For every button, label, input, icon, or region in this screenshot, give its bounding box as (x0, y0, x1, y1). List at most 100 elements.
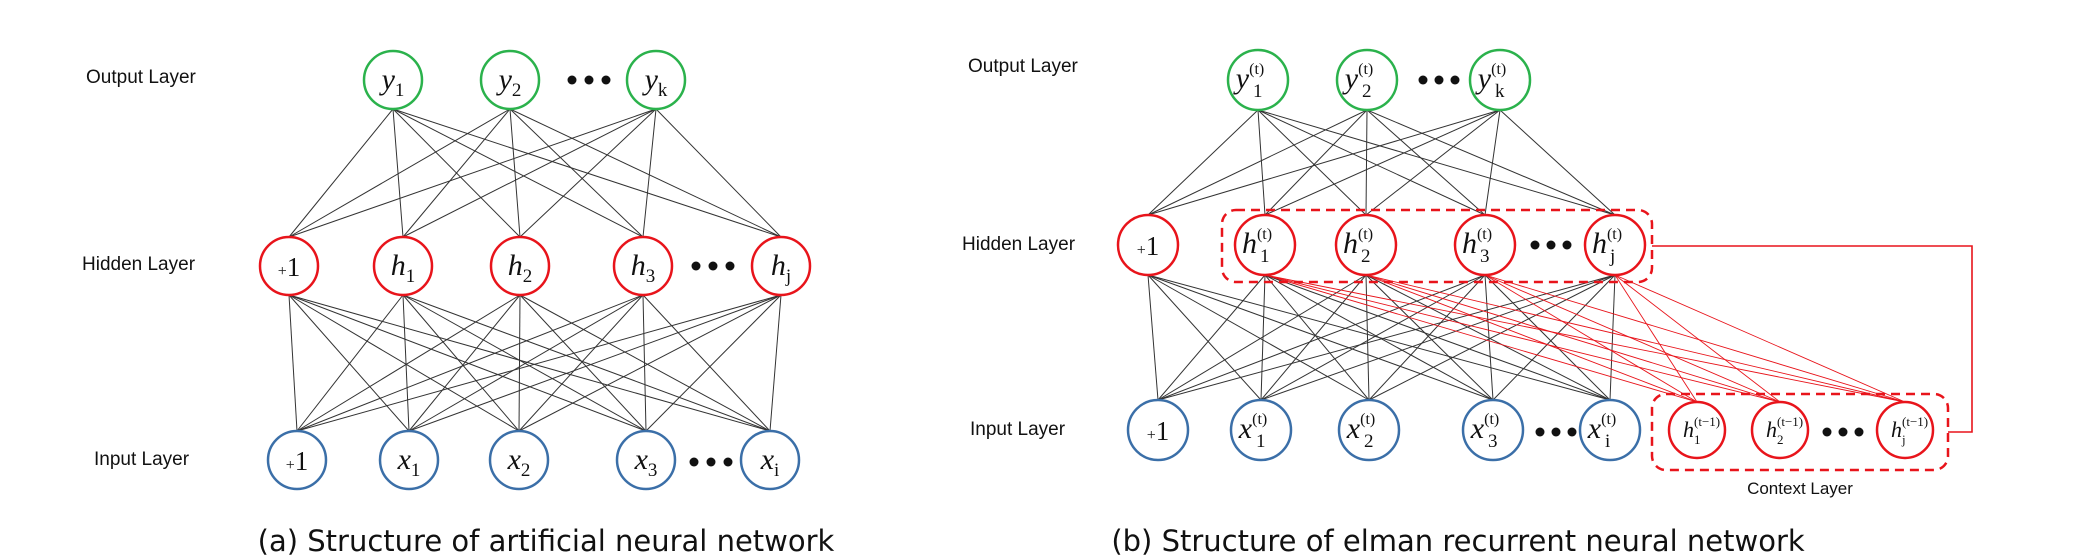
elman-connection-line (1366, 109, 1486, 216)
ann-input-bias-node: +1 (266, 429, 328, 491)
elman-context-line (1614, 274, 1698, 403)
elman-connection-line (1147, 274, 1494, 401)
node-label: x2 (507, 443, 531, 481)
node-circle (625, 49, 687, 111)
node-circle (739, 429, 801, 491)
elman-connection-line (1147, 109, 1368, 216)
node-label: x1 (397, 443, 421, 481)
elman-input-node-2: x(t) 2 (1337, 398, 1401, 462)
ann-hidden-node-1: h1 (372, 235, 434, 297)
node-circle (488, 429, 550, 491)
node-circle (1578, 398, 1642, 462)
elman-context-line (1614, 274, 1781, 403)
elman-output-node-2: y(t) 2 (1335, 48, 1399, 112)
node-circle (1667, 400, 1727, 460)
ann-connection-line (769, 294, 782, 432)
node-label: x(t) (1346, 411, 1375, 445)
ann-connection-line (519, 294, 647, 432)
ann-connection-line (642, 294, 771, 432)
ann-connection-line (642, 108, 657, 238)
node-label: x(t) (1238, 411, 1267, 445)
elman-context-line (1484, 274, 1781, 403)
node-label: h(t) (1462, 226, 1492, 260)
node-label: h(t−1) (1683, 414, 1720, 442)
elman-context-ellipsis-icon (1822, 427, 1864, 437)
ann-connection-line (288, 108, 511, 238)
node-label: +1 (278, 252, 301, 282)
elman-context-connections (1264, 274, 1906, 403)
ann-hidden-node-j: hj (750, 235, 812, 297)
ann-connection-line (288, 294, 771, 432)
elman-connection-line (1368, 274, 1616, 401)
elman-context-node-1: h(t−1) 1 (1667, 400, 1727, 460)
ann-connection-line (408, 294, 644, 432)
elman-connection-line (1147, 109, 1259, 216)
elman-connection-line (1365, 274, 1494, 401)
node-circle (1453, 213, 1517, 277)
elman-connection-line (1484, 109, 1501, 216)
ann-output-node-k: yk (625, 49, 687, 111)
elman-connection-line (1257, 109, 1266, 216)
ann-connection-line (288, 294, 647, 432)
elman-connection-line (1147, 274, 1159, 401)
node-label: h(t−1) (1891, 414, 1928, 442)
elman-context-line (1484, 274, 1698, 403)
ann-connection-line (518, 294, 644, 432)
node-label: y1 (379, 63, 405, 101)
ann-connection-line (288, 108, 657, 238)
ann-connection-line (392, 108, 521, 238)
ann-connection-line (402, 294, 520, 432)
node-circle (1335, 48, 1399, 112)
node-circle (1229, 398, 1293, 462)
node-subscript: 1 (1256, 431, 1266, 452)
ann-connection-line (645, 294, 782, 432)
elman-connection-line (1492, 274, 1616, 401)
node-circle (612, 235, 674, 297)
ann-connection-line (392, 108, 644, 238)
node-circle (1126, 398, 1190, 462)
elman-context-line (1264, 274, 1698, 403)
node-label: h(t) (1242, 226, 1272, 260)
node-subscript: k (1495, 81, 1505, 102)
node-circle (615, 429, 677, 491)
ann-connection-line (392, 108, 782, 238)
ann-caption: (a) Structure of artificial neural netwo… (258, 524, 835, 558)
node-subscript: 1 (1253, 81, 1263, 102)
elman-hidden-node-3: h(t) 3 (1453, 213, 1517, 277)
elman-context-line (1264, 274, 1781, 403)
elman-input-node-i: x(t) i (1578, 398, 1642, 462)
elman-context-layer-label: Context Layer (1747, 479, 1853, 498)
node-circle (1583, 213, 1647, 277)
ann-connection-line (408, 294, 782, 432)
elman-connection-line (1264, 274, 1370, 401)
elman-connection-line (1260, 274, 1486, 401)
node-subscript: j (1609, 246, 1615, 267)
node-label: y2 (496, 63, 522, 101)
node-label: h(t) (1592, 226, 1622, 260)
ann-input-layer-label: Input Layer (94, 449, 190, 470)
ann-connection-line (509, 108, 644, 238)
ann-hidden-node-2: h2 (489, 235, 551, 297)
node-circle (489, 235, 551, 297)
elman-output-ellipsis-icon (1418, 75, 1460, 85)
elman-caption: (b) Structure of elman recurrent neural … (1111, 524, 1805, 558)
node-circle (750, 235, 812, 297)
elman-hidden-node-2: h(t) 2 (1334, 213, 1398, 277)
elman-context-line (1264, 274, 1906, 403)
elman-connection-line (1147, 274, 1611, 401)
ann-output-ellipsis-icon (567, 75, 611, 85)
elman-connection-line (1366, 109, 1616, 216)
elman-context-node-j: h(t−1) j (1875, 400, 1935, 460)
elman-connection-line (1257, 109, 1367, 216)
panel-ann: Output Layer Hidden Layer Input Layer y1… (82, 49, 835, 558)
node-label: y(t) (1342, 61, 1373, 95)
elman-output-node-k: y(t) k (1468, 48, 1532, 112)
ann-output-layer-label: Output Layer (86, 67, 197, 88)
elman-context-line (1365, 274, 1698, 403)
ann-hidden-layer-label: Hidden Layer (82, 254, 196, 275)
node-label: +1 (1147, 416, 1170, 446)
node-label: x3 (634, 443, 658, 481)
ann-connection-line (402, 294, 647, 432)
ann-connection-line (408, 294, 521, 432)
